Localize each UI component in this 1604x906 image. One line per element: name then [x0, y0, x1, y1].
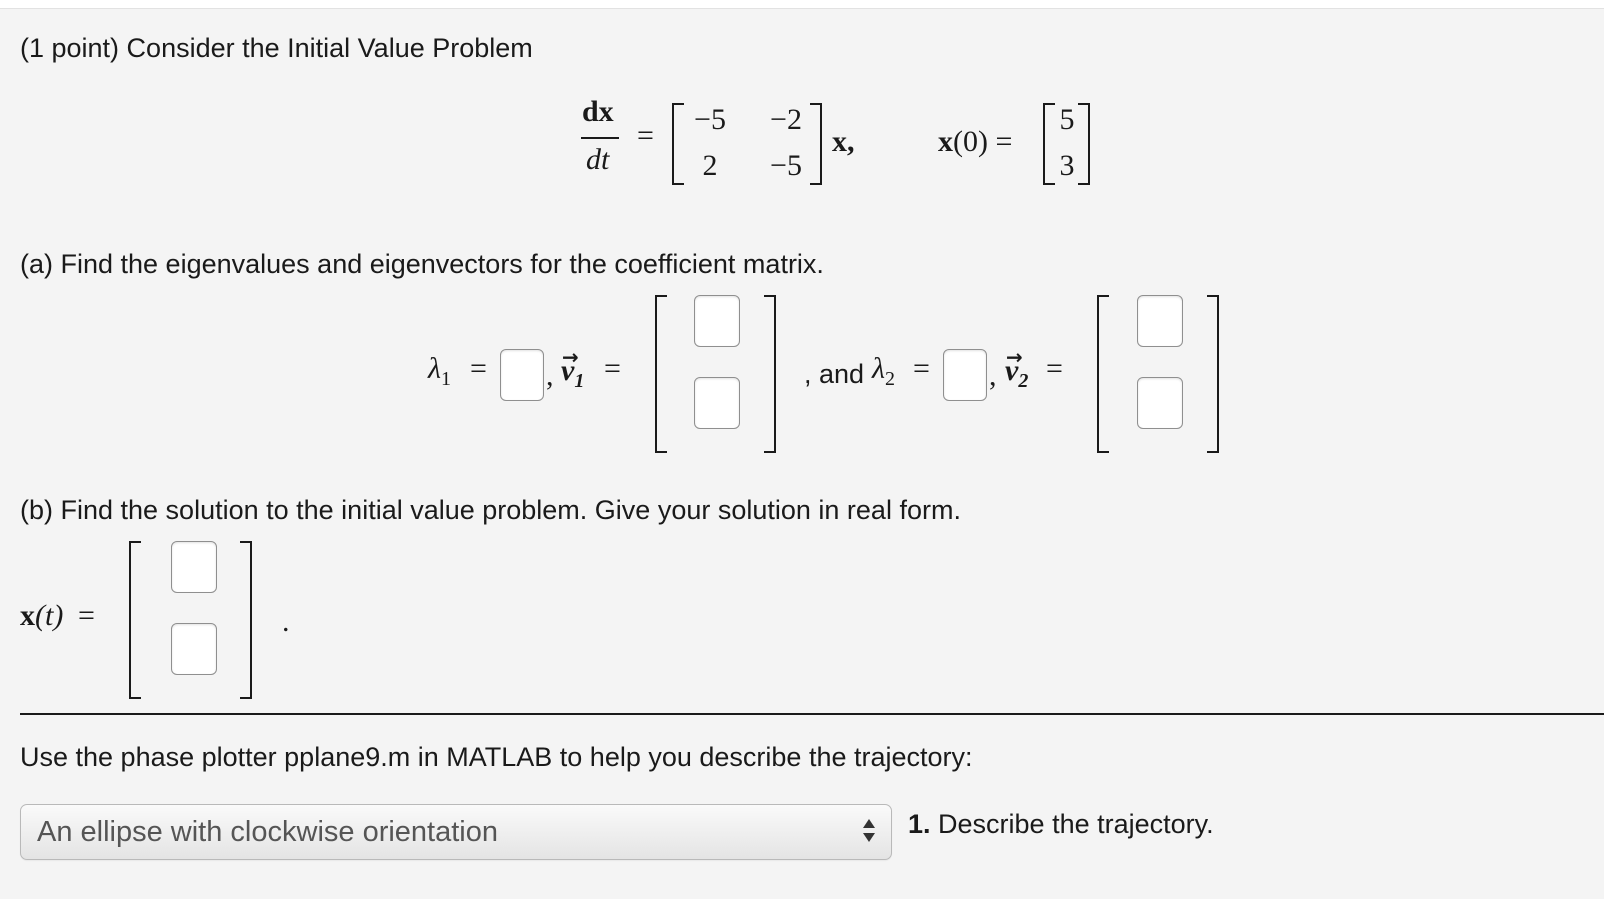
lambda1-symbol: λ — [428, 352, 441, 385]
ode-numerator: dx — [582, 95, 614, 128]
v1-arrow-icon: → — [562, 345, 579, 369]
v2-subscript: 2 — [1018, 370, 1029, 392]
v1-component-1-input[interactable] — [694, 295, 740, 347]
problem-header: (1 point) Consider the Initial Value Pro… — [20, 33, 533, 63]
initial-condition-label: x(0) = — [938, 125, 1012, 159]
v2-label: v2 — [1005, 354, 1028, 393]
v1-label: v1 — [561, 354, 584, 393]
lambda2-input[interactable] — [943, 349, 987, 401]
lambda1-equals: = — [470, 352, 487, 385]
matrix-cell-10: 2 — [702, 149, 718, 182]
xt-t: (t) — [35, 599, 64, 632]
ic-right-bracket — [1078, 103, 1090, 185]
v2-component-1-input[interactable] — [1137, 295, 1183, 347]
matrix-left-bracket — [672, 103, 684, 185]
and-text: , and — [804, 359, 865, 389]
lambda2-equals: = — [913, 352, 930, 385]
v1-right-bracket — [764, 295, 776, 453]
xt-period: . — [282, 605, 290, 638]
v1-component-2-input[interactable] — [694, 377, 740, 429]
v2-arrow-icon: → — [1006, 345, 1023, 369]
matrix-cell-00: −5 — [694, 103, 726, 136]
trajectory-select[interactable]: An ellipse with clockwise orientation — [20, 804, 892, 860]
xt-right-bracket — [240, 541, 252, 699]
xt-component-1-input[interactable] — [171, 541, 217, 593]
ic-cell-1: 3 — [1059, 149, 1075, 182]
problem-panel: (1 point) Consider the Initial Value Pro… — [0, 8, 1604, 899]
lambda2-label: λ2 — [872, 352, 895, 391]
lambda1-label: λ1 — [428, 352, 451, 391]
v2-left-bracket — [1097, 295, 1109, 453]
question-number: 1. — [908, 809, 931, 839]
ode-vector-x: x, — [832, 125, 855, 158]
ic-rest: (0) = — [953, 125, 1013, 158]
ic-cell-0: 5 — [1059, 103, 1075, 136]
ode-denominator: dt — [586, 143, 610, 176]
lambda1-input[interactable] — [500, 349, 544, 401]
trajectory-select-value: An ellipse with clockwise orientation — [37, 816, 498, 848]
v2-right-bracket — [1207, 295, 1219, 453]
question-text: Describe the trajectory. — [930, 809, 1214, 839]
xt-component-2-input[interactable] — [171, 623, 217, 675]
ic-x: x — [938, 125, 953, 158]
lambda2-comma: , — [989, 359, 997, 392]
part-b-prompt: (b) Find the solution to the initial val… — [20, 495, 961, 525]
ic-left-bracket — [1043, 103, 1055, 185]
v1-equals: = — [604, 352, 621, 385]
v1-left-bracket — [655, 295, 667, 453]
xt-equals: = — [78, 599, 95, 632]
lambda2-symbol: λ — [872, 352, 885, 385]
matrix-cell-11: −5 — [770, 149, 802, 182]
lambda2-subscript: 2 — [885, 368, 895, 390]
xt-label: x(t) — [20, 599, 63, 633]
matrix-cell-01: −2 — [770, 103, 802, 136]
xt-left-bracket — [129, 541, 141, 699]
select-arrow-down-icon — [863, 833, 875, 842]
lambda1-comma: , — [546, 359, 554, 392]
xt-x: x — [20, 599, 35, 632]
v1-subscript: 1 — [574, 370, 585, 392]
section-divider — [20, 713, 1604, 715]
select-arrow-up-icon — [863, 819, 875, 828]
v2-component-2-input[interactable] — [1137, 377, 1183, 429]
v2-equals: = — [1046, 352, 1063, 385]
v1-symbol: v — [561, 354, 575, 387]
describe-trajectory-label: 1. Describe the trajectory. — [908, 809, 1214, 840]
v2-symbol: v — [1005, 354, 1019, 387]
ode-equals: = — [637, 119, 654, 152]
fraction-bar — [581, 137, 619, 139]
lambda1-subscript: 1 — [441, 368, 451, 390]
part-a-prompt: (a) Find the eigenvalues and eigenvector… — [20, 249, 824, 279]
matrix-right-bracket — [810, 103, 822, 185]
phase-prompt: Use the phase plotter pplane9.m in MATLA… — [20, 742, 973, 772]
